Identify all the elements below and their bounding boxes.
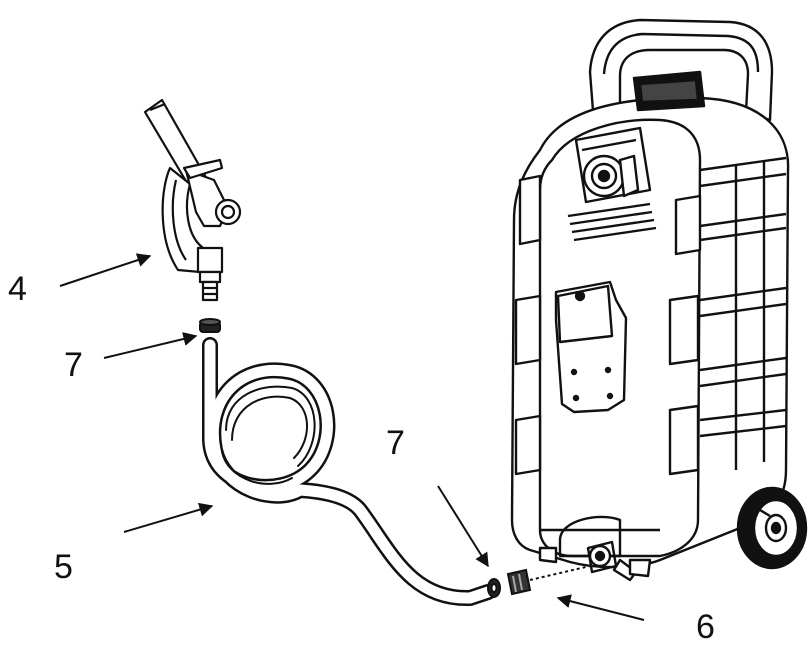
callout-nozzle: 4 bbox=[8, 270, 27, 308]
arrow-hose bbox=[123, 502, 214, 533]
leader-arrows bbox=[59, 253, 645, 621]
callout-hose: 5 bbox=[54, 548, 73, 586]
callout-seal-top: 7 bbox=[64, 346, 83, 384]
fuel-nozzle bbox=[143, 98, 242, 302]
seal-washer-top bbox=[199, 318, 221, 333]
callout-tank-outlet: 6 bbox=[696, 608, 715, 646]
fuel-tank-trolley bbox=[510, 18, 808, 582]
hose-fitting bbox=[506, 565, 591, 596]
seal-washer-bottom bbox=[487, 578, 501, 598]
hose bbox=[202, 337, 496, 607]
arrow-tank-outlet bbox=[556, 594, 645, 621]
arrow-seal-bottom bbox=[437, 485, 489, 568]
arrow-seal-top bbox=[103, 332, 198, 359]
callout-seal-bottom: 7 bbox=[386, 424, 405, 462]
arrow-nozzle bbox=[59, 253, 152, 287]
